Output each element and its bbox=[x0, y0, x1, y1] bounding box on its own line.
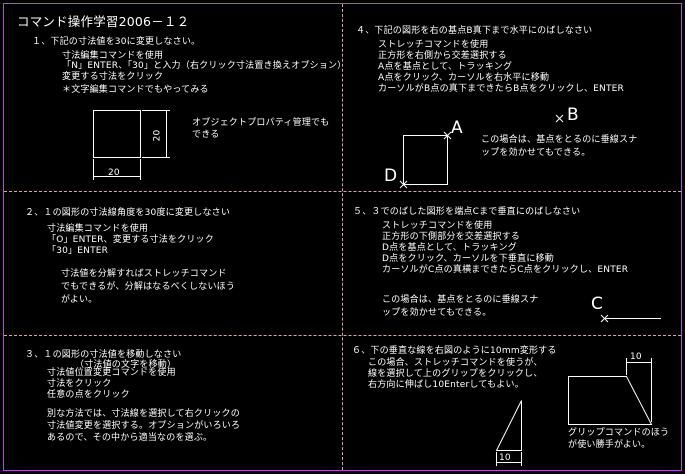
q5-line2: 正方形の下側部分を交差選択する bbox=[382, 232, 521, 242]
q4-line2: 正方形を右側から交差選択する bbox=[378, 51, 507, 61]
q6-note1: グリップコマンドのほう bbox=[568, 428, 670, 438]
q4-heading: ４、下記の図形を右の基点B真下まで水平にのばしなさい bbox=[356, 26, 593, 36]
q6-triangle bbox=[495, 400, 522, 451]
q4-note2: ップを効かせてもできる。 bbox=[481, 148, 591, 158]
q3-line3: 任意の点をクリック bbox=[47, 390, 130, 400]
q4-point-d-marker bbox=[399, 180, 408, 189]
q3-line5: 寸法値変更を選択する。オプションがいろいろ bbox=[47, 421, 241, 431]
q6-note2: が使い勝手がよい。 bbox=[568, 440, 651, 450]
q2-heading: ２、１の図形の寸法線角度を30度に変更しなさい bbox=[25, 208, 231, 218]
q3-line4: 別な方法では、寸法線を選択して右クリックの bbox=[47, 409, 240, 419]
q6-line3: 右方向に伸ばし10Enterしてもよい。 bbox=[368, 380, 524, 390]
q2-line1: 寸法編集コマンドを使用 bbox=[47, 224, 149, 234]
q3-line6: あるので、その中から適当なのを選ぶ。 bbox=[47, 433, 213, 443]
vertical-divider bbox=[342, 4, 343, 470]
horizontal-divider-2 bbox=[4, 335, 681, 336]
q1-square bbox=[93, 110, 141, 158]
q6-line1: この場合、ストレッチコマンドを使うが、 bbox=[368, 358, 543, 368]
page-title: コマンド操作学習2006－１２ bbox=[17, 14, 190, 29]
q4-label-b: B bbox=[567, 105, 579, 125]
q1-line2: 「N」ENTER、「30」と入力（右クリック寸法置き換えオプション） bbox=[62, 61, 347, 71]
q4-note1: この場合は、基点をとるのに垂線スナ bbox=[481, 135, 638, 145]
q4-line1: ストレッチコマンドを使用 bbox=[378, 40, 489, 50]
q3-line1: 寸法値位置変更コマンドを使用 bbox=[47, 368, 176, 378]
q6-heading: ６、下の垂直な線を右図のように10mm変形する bbox=[352, 346, 557, 356]
q4-square bbox=[403, 135, 448, 185]
q5-label-c: C bbox=[591, 294, 604, 314]
q1-line1: 寸法編集コマンドを使用 bbox=[62, 51, 164, 61]
q4-line4: A点をクリック、カーソルを右水平に移動 bbox=[378, 73, 550, 83]
q2-line4: 寸法値を分解すればストレッチコマンド bbox=[61, 269, 227, 279]
q6-dim-left: 10 bbox=[499, 453, 511, 463]
q5-note1: この場合は、基点をとるのに垂線スナ bbox=[382, 295, 539, 305]
q3-heading: ３、１の図形の寸法値を移動しなさい bbox=[25, 350, 182, 360]
q2-line6: がよい。 bbox=[61, 295, 98, 305]
q5-line5: カーソルがC点の真横まできたらC点をクリックし、ENTER bbox=[382, 265, 629, 275]
q4-label-d: D bbox=[384, 166, 398, 186]
q6-trapezoid bbox=[568, 376, 653, 425]
q4-point-a-marker bbox=[443, 131, 452, 140]
q1-note1: オブジェクトプロパティ管理でも bbox=[192, 118, 330, 128]
q5-line4: D点をクリック、カーソルを下垂直に移動 bbox=[382, 254, 554, 264]
q1-line4: ＊文字編集コマンドでもやってみる bbox=[62, 85, 209, 95]
q4-line5: カーソルがB点の真下まできたらB点をクリックし、ENTER bbox=[378, 84, 625, 94]
q1-note2: できる bbox=[192, 130, 220, 140]
q3-line2: 寸法をクリック bbox=[47, 379, 112, 389]
q2-line2: 「O」ENTER、変更する寸法をクリック bbox=[47, 235, 214, 245]
q1-dim-bottom: 20 bbox=[108, 168, 120, 178]
horizontal-divider-1 bbox=[4, 191, 681, 192]
q4-point-b-marker bbox=[555, 114, 564, 123]
drawing-frame bbox=[3, 3, 682, 471]
q6-line2: 線を選択して上のグリップをクリックし、 bbox=[368, 369, 543, 379]
q6-dim-right: 10 bbox=[630, 352, 642, 362]
q3-sub: （寸法値の文字を移動） bbox=[75, 360, 177, 370]
q5-heading: ５、３でのばした図形を端点Cまで垂直にのばしなさい bbox=[353, 207, 581, 217]
q1-heading: １、下記の寸法値を30に変更しなさい。 bbox=[32, 37, 201, 47]
q4-label-a: A bbox=[451, 118, 463, 138]
q1-line3: 変更する寸法をクリック bbox=[62, 72, 164, 82]
q5-point-c-marker bbox=[600, 314, 609, 323]
q4-line3: A点を基点として、トラッキング bbox=[378, 62, 513, 72]
q5-line3: D点を基点として、トラッキング bbox=[382, 243, 517, 253]
q5-note2: ップを効かせてもできる。 bbox=[382, 308, 492, 318]
q2-line3: 「30」ENTER bbox=[47, 246, 109, 256]
q5-line1: ストレッチコマンドを使用 bbox=[382, 221, 493, 231]
q2-line5: でもできるが、分解はなるべくしないほう bbox=[61, 282, 236, 292]
